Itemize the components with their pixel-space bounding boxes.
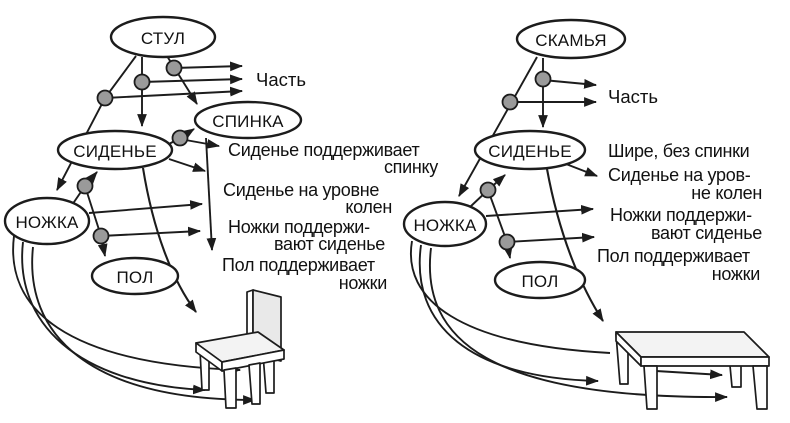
link-skamya-nozhka xyxy=(458,56,538,197)
node-sidene-left-label: СИДЕНЬЕ xyxy=(73,142,157,161)
node-pol-right xyxy=(493,260,587,300)
left-relation-dots xyxy=(76,59,189,245)
left-diagram: СТУЛ СПИНКА СИДЕНЬЕ НОЖКА ПОЛ Часть Сиде… xyxy=(3,15,439,409)
node-sidene-left xyxy=(56,129,174,171)
node-nozhka-left-label: НОЖКА xyxy=(15,213,79,232)
node-sidene-right-label: СИДЕНЬЕ xyxy=(488,142,572,161)
bench-drawing xyxy=(615,331,770,410)
arrow-annotation-r3 xyxy=(485,204,595,217)
right-annotation-3-line2: вают сиденье xyxy=(651,223,762,243)
chair-drawing xyxy=(195,289,285,409)
right-diagram: СКАМЬЯ СИДЕНЬЕ НОЖКА ПОЛ Часть Шире, без… xyxy=(402,18,770,410)
right-concept-nodes: СКАМЬЯ СИДЕНЬЕ НОЖКА ПОЛ xyxy=(402,18,627,300)
left-annotation-3-line1: Ножки поддержи- xyxy=(228,217,370,237)
left-annotation-4-line2: ножки xyxy=(339,273,387,293)
part-label-left: Часть xyxy=(256,69,306,90)
node-pol-left-label: ПОЛ xyxy=(116,268,153,287)
curve-nozhka-bench-leg-3 xyxy=(429,247,729,402)
arrow-annotation-3 xyxy=(88,200,204,214)
curve-nozhka-bench-leg-1b xyxy=(655,369,724,380)
relation-dot-legs-support-right xyxy=(479,181,497,199)
relation-dot-legs-support xyxy=(76,177,94,195)
arrow-annotation-r2 xyxy=(565,163,599,177)
left-annotation-3-line2: вают сиденье xyxy=(274,234,385,254)
node-stul-label: СТУЛ xyxy=(141,29,185,48)
bench-leg-front-left xyxy=(643,365,658,410)
node-skamya-label: СКАМЬЯ xyxy=(535,31,607,50)
right-relation-dots xyxy=(479,70,552,251)
left-annotation-2-line1: Сиденье на уровне xyxy=(223,180,379,200)
left-annotations: Часть Сиденье поддерживает спинку Сидень… xyxy=(222,69,439,293)
right-annotation-4-line1: Пол поддерживает xyxy=(597,246,750,266)
curve-nozhka-leg-1 xyxy=(12,235,242,375)
bench-top xyxy=(615,331,770,358)
left-concept-nodes: СТУЛ СПИНКА СИДЕНЬЕ НОЖКА ПОЛ xyxy=(3,15,303,296)
part-label-right: Часть xyxy=(608,86,658,107)
arrow-part-top xyxy=(173,61,244,72)
arrow-sidene-to-bench-top xyxy=(545,168,604,322)
node-stul xyxy=(109,15,217,59)
node-skamya xyxy=(515,18,627,60)
right-annotation-2-line2: не колен xyxy=(691,183,762,203)
arrow-part-mid xyxy=(141,74,244,85)
bench-front-band xyxy=(640,356,770,367)
chair-leg-front-right xyxy=(248,362,261,405)
left-annotation-4-line1: Пол поддерживает xyxy=(222,255,375,275)
relation-dot-floor-supports-right xyxy=(498,233,516,251)
arrow-annotation-r4 xyxy=(506,232,596,243)
left-annotation-1-line1: Сиденье поддерживает xyxy=(228,140,419,160)
curve-nozhka-bench-leg-2 xyxy=(418,244,600,386)
arrow-sidene-to-chair-seat xyxy=(141,167,197,313)
bench-leg-front-right xyxy=(752,365,768,410)
arrow-annotation-2 xyxy=(168,158,207,172)
arrow-part-right-top xyxy=(542,79,598,89)
relation-dot-part-spinka xyxy=(165,59,183,77)
right-annotation-2-line1: Сиденье на уров- xyxy=(608,165,751,185)
curve-nozhka-bench-leg-1a xyxy=(409,240,611,354)
relation-dot-part-sidene xyxy=(133,73,151,91)
node-pol-left xyxy=(90,256,180,296)
arrow-spinka-down xyxy=(205,137,217,252)
node-spinka-label: СПИНКА xyxy=(212,112,284,131)
relation-dot-part-nozhka-right xyxy=(501,93,519,111)
left-annotation-2-line2: колен xyxy=(345,197,392,217)
chair-leg-front-left xyxy=(223,367,237,409)
right-annotation-1-line1: Шире, без спинки xyxy=(608,141,749,161)
left-links xyxy=(12,55,257,405)
right-links xyxy=(409,56,729,402)
arrow-annotation-4 xyxy=(100,226,202,237)
node-nozhka-right xyxy=(402,200,488,248)
curve-nozhka-leg-2 xyxy=(21,241,207,395)
arrow-part-bottom xyxy=(104,86,244,99)
node-pol-right-label: ПОЛ xyxy=(521,272,558,291)
node-nozhka-right-label: НОЖКА xyxy=(413,216,477,235)
chair-seat-front-band xyxy=(221,349,285,372)
right-annotations: Часть Шире, без спинки Сиденье на уров- … xyxy=(597,86,763,284)
node-sidene-right xyxy=(473,129,587,171)
relation-dot-part-nozhka xyxy=(96,89,114,107)
relation-dot-part-sidene-right xyxy=(534,70,552,88)
node-nozhka-left xyxy=(3,196,91,246)
relation-dot-supports-back xyxy=(171,129,189,147)
right-annotation-3-line1: Ножки поддержи- xyxy=(610,205,752,225)
left-annotation-1-line2: спинку xyxy=(384,157,438,177)
relation-dot-floor-supports xyxy=(92,227,110,245)
curve-nozhka-leg-3 xyxy=(31,246,257,405)
node-spinka xyxy=(193,100,303,140)
right-annotation-4-line2: ножки xyxy=(712,264,760,284)
